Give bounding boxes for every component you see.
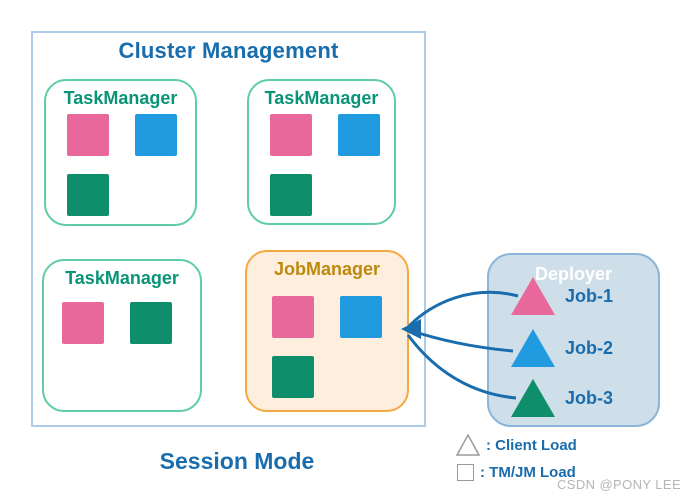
taskmanager-box-2: TaskManager (247, 79, 396, 225)
cluster-management-title: Cluster Management (118, 38, 339, 63)
slot-square-pink (270, 114, 312, 156)
taskmanager-label: TaskManager (264, 88, 379, 108)
taskmanager-label: TaskManager (63, 88, 178, 108)
job-label: Job-1 (565, 285, 614, 306)
slot-square-pink (67, 114, 109, 156)
taskmanager-box-1: TaskManager (44, 79, 197, 226)
slot-square-green (270, 174, 312, 216)
job-triangle-icon-blue (511, 329, 555, 367)
slot-square-blue (135, 114, 177, 156)
session-mode-caption: Session Mode (159, 448, 315, 474)
job-triangle-icon-pink (511, 277, 555, 315)
job-label: Job-3 (565, 387, 614, 408)
slot-square-pink (272, 296, 314, 338)
jobmanager-label: JobManager (273, 259, 381, 279)
task-slots (272, 296, 384, 398)
task-slots (67, 114, 179, 216)
job-row: Job-1 (510, 276, 613, 316)
taskmanager-box-3: TaskManager (42, 259, 202, 412)
watermark-text: CSDN @PONY LEE (557, 477, 682, 492)
legend-client-load: : Client Load (456, 433, 577, 457)
slot-square-blue (340, 296, 382, 338)
job-row: Job-2 (510, 328, 613, 368)
legend-tmjm-label: : TM/JM Load (480, 464, 576, 481)
triangle-icon (456, 433, 480, 456)
taskmanager-label: TaskManager (65, 268, 179, 288)
jobmanager-box: JobManager (245, 250, 409, 412)
slot-square-green (130, 302, 172, 344)
slot-square-pink (62, 302, 104, 344)
slot-square-blue (338, 114, 380, 156)
slot-square-green (272, 356, 314, 398)
legend-tmjm-load: : TM/JM Load (457, 464, 576, 481)
job-triangle-icon-green (511, 379, 555, 417)
deployer-title: Deployer (534, 264, 613, 284)
square-icon (457, 464, 474, 481)
cluster-management-box: Cluster Management TaskManager TaskManag… (31, 31, 426, 427)
job-label: Job-2 (565, 337, 614, 358)
job-row: Job-3 (510, 378, 613, 418)
task-slots (62, 302, 174, 344)
task-slots (270, 114, 382, 216)
legend-client-label: : Client Load (486, 436, 577, 454)
slot-square-green (67, 174, 109, 216)
